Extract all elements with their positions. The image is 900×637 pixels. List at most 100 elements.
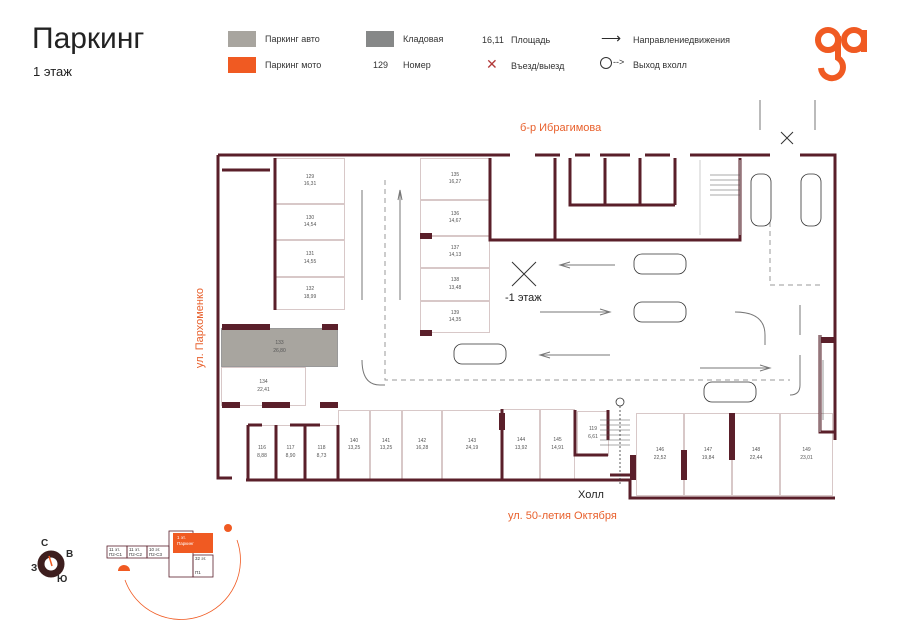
minimap-s1-name: П2-С1 bbox=[109, 552, 122, 557]
unit-number: 141 bbox=[381, 437, 391, 444]
minimap-parking-floors: 1 эт. bbox=[177, 535, 186, 540]
unit-area: 19,84 bbox=[701, 454, 715, 461]
unit-number: 146 bbox=[655, 447, 665, 453]
unit-number: 133 bbox=[275, 340, 284, 346]
minimap-tower-floors: 32 эт. bbox=[195, 556, 207, 561]
sun-icon bbox=[224, 524, 232, 532]
unit-number: 144 bbox=[516, 437, 526, 443]
minimap-parking bbox=[173, 533, 213, 553]
unit-area: 6,61 bbox=[588, 433, 598, 440]
unit-number: 116 bbox=[258, 445, 266, 451]
unit-area: 8,73 bbox=[316, 452, 327, 459]
unit-area: 13,48 bbox=[448, 284, 462, 291]
minimap-s2-name: П2-С2 bbox=[129, 552, 142, 557]
legend-moto-swatch bbox=[228, 57, 256, 73]
sunrise-icon bbox=[118, 565, 130, 571]
minimap-s3-floors: 10 эт. bbox=[149, 547, 161, 552]
unit-number: 117 bbox=[286, 445, 295, 451]
exit-hall-icon bbox=[615, 397, 625, 407]
unit-area: 14,54 bbox=[303, 222, 317, 228]
legend-number-label: Номер bbox=[403, 60, 431, 70]
entry-cross-icon: ✕ bbox=[486, 56, 498, 72]
legend-moto-label: Паркинг мото bbox=[265, 60, 322, 70]
minimap-tower-name: П1 bbox=[195, 570, 201, 575]
hall-label[interactable]: Холл bbox=[578, 489, 604, 501]
street-bottom: ул. 50-летия Октября bbox=[508, 510, 617, 522]
legend-area-label: Площадь bbox=[511, 35, 551, 45]
unit-area: 16,31 bbox=[303, 181, 317, 187]
unit-number: 139 bbox=[450, 309, 460, 316]
unit-area: 14,67 bbox=[448, 218, 462, 224]
level-label: -1 этаж bbox=[505, 292, 542, 304]
minimap-s1-floors: 11 эт. bbox=[109, 547, 120, 552]
unit-number: 132 bbox=[305, 286, 315, 292]
unit-number: 135 bbox=[450, 171, 460, 178]
unit-number: 134 bbox=[259, 379, 268, 385]
compass-east: В bbox=[66, 549, 74, 560]
unit-area: 16,27 bbox=[448, 179, 462, 185]
unit-number: 143 bbox=[467, 437, 477, 444]
legend-direction-label: Направлениедвижения bbox=[633, 35, 730, 45]
minimap-s2-floors: 11 эт. bbox=[129, 547, 140, 552]
compass-west: З bbox=[31, 563, 38, 574]
compass-north: С bbox=[41, 538, 49, 549]
unit-area: 24,19 bbox=[465, 445, 479, 451]
unit-area: 13,92 bbox=[514, 444, 528, 451]
unit-number: 118 bbox=[317, 445, 326, 451]
legend-area-sample: 16,11 bbox=[482, 35, 504, 45]
brand-logo bbox=[815, 27, 867, 82]
minimap-parking-name: Паркинг bbox=[177, 541, 194, 546]
unit-number: 140 bbox=[349, 437, 359, 444]
unit-number: 136 bbox=[450, 210, 460, 217]
legend-exit-label: Выход вхолл bbox=[633, 60, 687, 70]
legend-storage-swatch bbox=[366, 31, 394, 47]
car-icons bbox=[453, 173, 822, 403]
minimap-s3-name: П2-С3 bbox=[149, 552, 162, 557]
unit-number: 137 bbox=[450, 244, 460, 251]
exit-arrow-icon: --> bbox=[613, 57, 625, 67]
unit-area: 14,91 bbox=[551, 444, 564, 451]
entry-cross-icon bbox=[511, 261, 537, 287]
unit-number: 138 bbox=[450, 277, 460, 283]
compass-south: Ю bbox=[57, 574, 68, 585]
compass-ring bbox=[37, 550, 65, 578]
unit-number: 119 bbox=[589, 426, 597, 432]
legend-number-sample: 129 bbox=[373, 60, 389, 70]
legend-entry-label: Въезд/выезд bbox=[511, 61, 565, 71]
unit-area: 23,01 bbox=[800, 454, 813, 461]
unit-area: 16,28 bbox=[415, 445, 429, 451]
unit-area: 14,55 bbox=[303, 258, 317, 265]
unit-number: 148 bbox=[751, 447, 761, 453]
legend-car-label: Паркинг авто bbox=[265, 34, 320, 44]
legend-car-swatch bbox=[228, 31, 256, 47]
unit-area: 14,13 bbox=[448, 252, 462, 258]
unit-area: 22,52 bbox=[653, 454, 667, 461]
unit-area: 14,35 bbox=[448, 317, 462, 323]
unit-number: 129 bbox=[305, 173, 315, 180]
unit-area: 8,88 bbox=[257, 452, 267, 459]
unit-area: 18,99 bbox=[303, 293, 317, 300]
unit-area: 22,44 bbox=[749, 454, 763, 461]
unit-number: 145 bbox=[553, 437, 562, 443]
unit-area: 8,90 bbox=[285, 452, 296, 459]
direction-arrow-icon: ⟶ bbox=[601, 30, 622, 46]
unit-area: 13,25 bbox=[379, 445, 393, 451]
unit-area: 26,80 bbox=[273, 347, 286, 354]
exit-circle-icon bbox=[600, 57, 612, 69]
unit-area: 22,41 bbox=[257, 386, 270, 393]
floor-label: 1 этаж bbox=[33, 64, 72, 79]
unit-number: 142 bbox=[417, 437, 427, 444]
legend-storage-label: Кладовая bbox=[403, 34, 444, 44]
street-top: б-р Ибрагимова bbox=[520, 122, 602, 134]
unit-number: 131 bbox=[305, 251, 315, 257]
minimap-outline bbox=[106, 530, 241, 620]
unit-number: 149 bbox=[802, 447, 811, 453]
unit-area: 13,25 bbox=[347, 445, 361, 451]
unit-number: 147 bbox=[703, 447, 713, 453]
